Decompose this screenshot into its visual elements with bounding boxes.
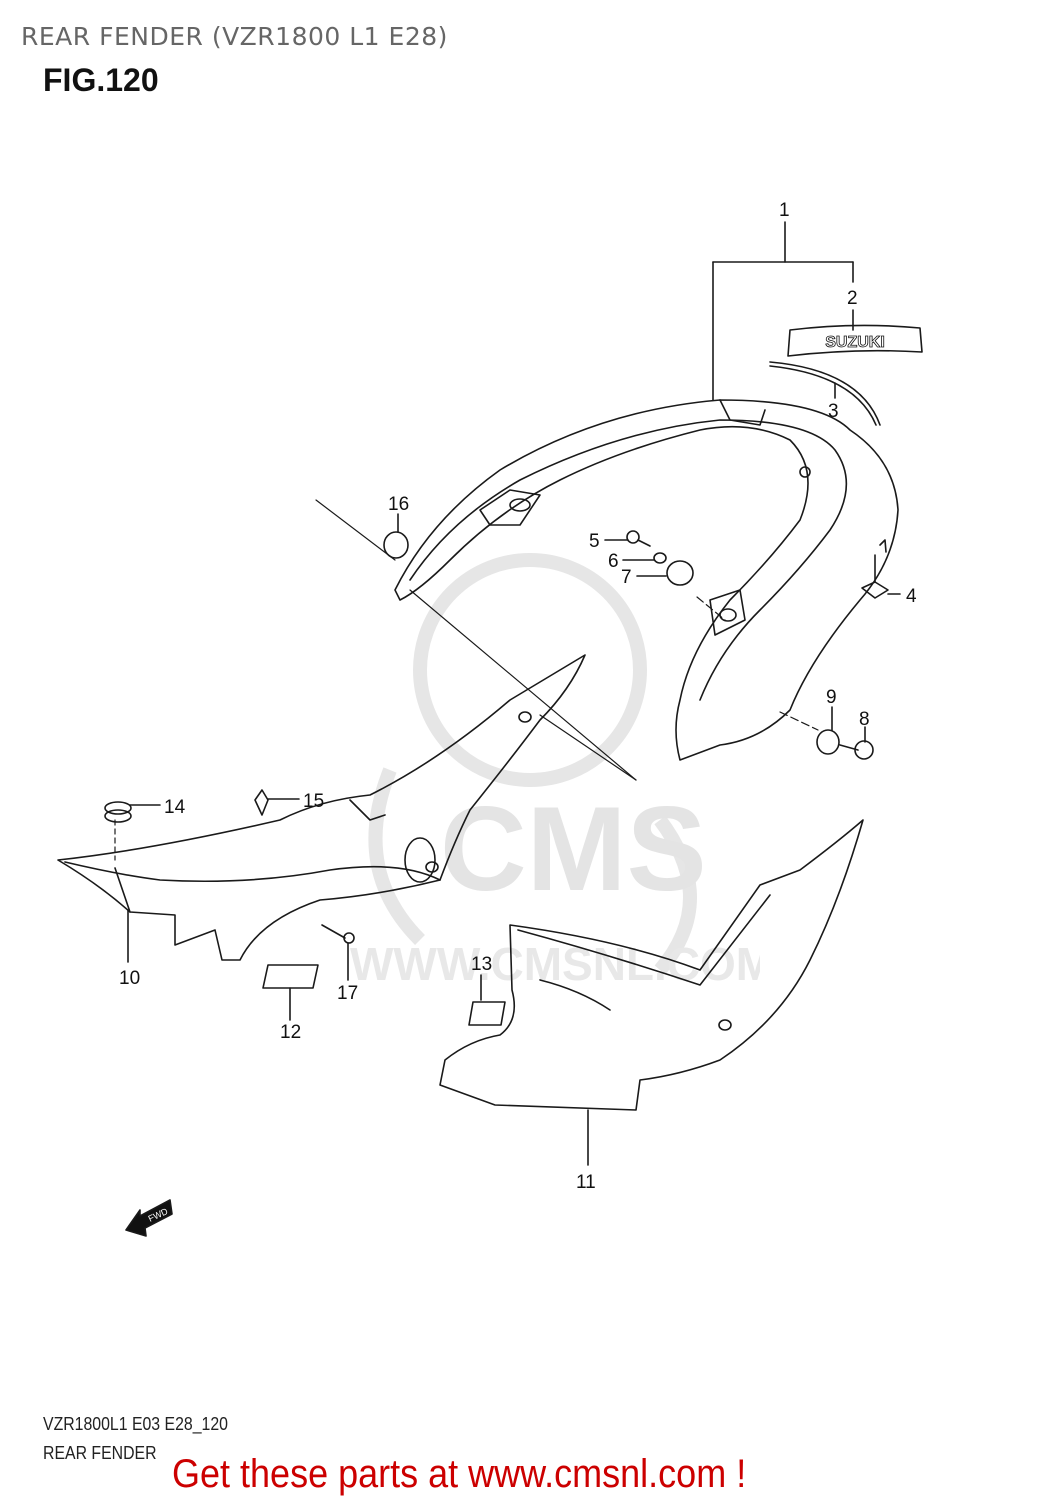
callout-12[interactable]: 12 [280, 1022, 302, 1043]
cms-watermark-logo: CMS WWW.CMSNL.COM [350, 553, 760, 990]
clip-nut-4-part [861, 554, 901, 599]
trim-strip-part [769, 361, 881, 426]
callout-2[interactable]: 2 [847, 288, 858, 309]
callout-15[interactable]: 15 [303, 791, 325, 812]
emblem-text: SUZUKI [825, 334, 885, 351]
watermark-text: CMS [440, 782, 707, 916]
bolt-cushion-5-6-7 [604, 530, 694, 586]
callout-7[interactable]: 7 [621, 567, 632, 588]
cushion-16-part [383, 513, 409, 559]
fwd-arrow-icon [125, 1199, 173, 1237]
promo-link[interactable]: Get these parts at www.cmsnl.com ! [172, 1452, 747, 1496]
callout-3[interactable]: 3 [828, 401, 839, 422]
leader-1 [712, 221, 854, 401]
callout-10[interactable]: 10 [119, 968, 141, 989]
callout-16[interactable]: 16 [388, 494, 410, 515]
figure-number: FIG.120 [43, 62, 159, 98]
callout-5[interactable]: 5 [589, 531, 600, 552]
callout-17[interactable]: 17 [337, 983, 359, 1004]
pads-12-13 [262, 964, 506, 1026]
assembly-guide-lines [114, 499, 819, 861]
diagram-code: VZR1800L1 E03 E28_120 [43, 1414, 228, 1434]
callout-9[interactable]: 9 [826, 687, 837, 708]
diagram-name: REAR FENDER [43, 1443, 157, 1463]
callout-14[interactable]: 14 [164, 797, 186, 818]
suzuki-emblem-part [787, 324, 923, 357]
lower-cover-part [439, 819, 864, 1166]
page-title: REAR FENDER (VZR1800 L1 E28) [21, 22, 448, 51]
bolt-cushion-8-9 [816, 706, 874, 760]
grommet-clip-screw [104, 789, 355, 981]
callout-13[interactable]: 13 [471, 954, 493, 975]
callout-8[interactable]: 8 [859, 709, 870, 730]
callout-11[interactable]: 11 [576, 1172, 596, 1193]
front-fender-section-part [57, 654, 586, 963]
rear-fender-part [394, 399, 899, 761]
callout-4[interactable]: 4 [906, 586, 917, 607]
callout-1[interactable]: 1 [779, 200, 790, 221]
callout-6[interactable]: 6 [608, 551, 619, 572]
watermark-url: WWW.CMSNL.COM [350, 938, 760, 990]
